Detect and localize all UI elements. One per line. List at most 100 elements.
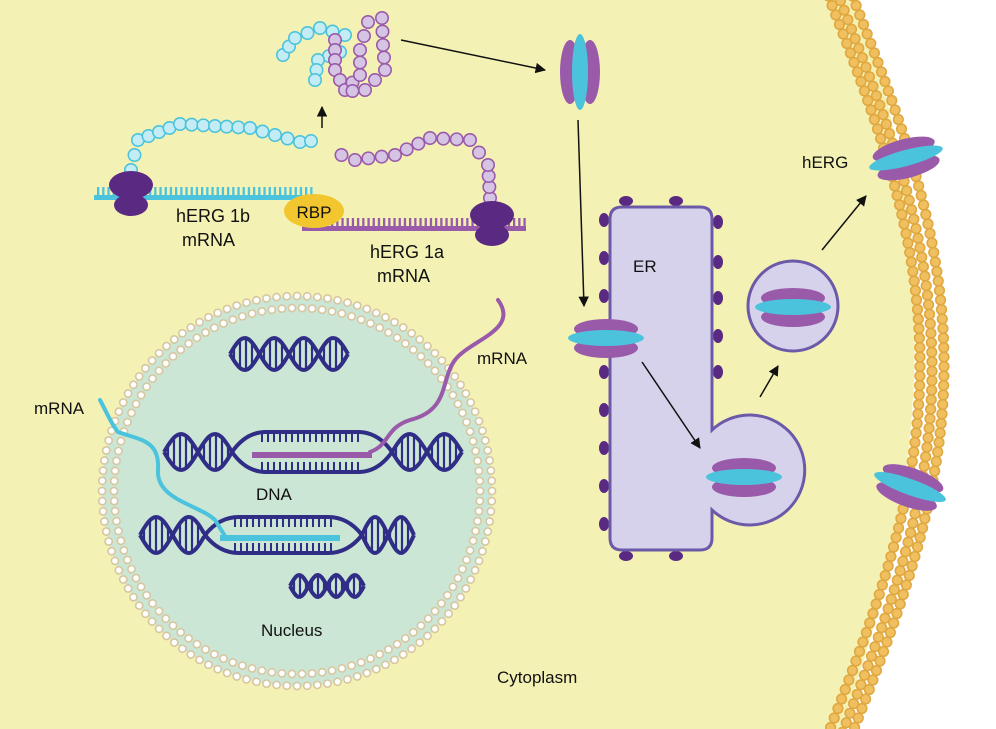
nuclear-pore-bead	[384, 645, 393, 654]
codon	[227, 187, 230, 195]
codon	[279, 187, 282, 195]
nuclear-pore-bead	[470, 565, 480, 575]
codon	[346, 218, 349, 226]
membrane-bead	[882, 560, 894, 572]
membrane-bead	[850, 655, 862, 667]
codon	[419, 218, 422, 226]
nuclear-pore-bead	[262, 294, 271, 303]
codon	[403, 218, 407, 226]
membrane-bead	[888, 584, 900, 596]
membrane-bead	[824, 721, 837, 729]
amino-acid-bead	[243, 121, 258, 136]
nuclear-pore-bead	[317, 667, 327, 677]
nuclear-pore-bead	[169, 638, 179, 647]
er-ribosome	[713, 291, 723, 305]
nuclear-pore-bead	[213, 308, 223, 318]
amino-acid-bead	[287, 30, 302, 45]
membrane-bead	[900, 227, 912, 240]
amino-acid-bead	[352, 42, 367, 57]
membrane-bead	[921, 441, 933, 453]
membrane-bead	[833, 18, 846, 31]
membrane-bead	[894, 598, 906, 610]
er-ribosome	[599, 403, 609, 417]
arrow-to-folded	[400, 39, 547, 74]
er-ribosome	[713, 215, 723, 229]
er-ribosome	[599, 517, 609, 531]
membrane-bead	[932, 275, 944, 287]
dna-helix-small-top	[228, 335, 350, 373]
membrane-bead	[868, 47, 880, 59]
nuclear-pore-bead	[423, 631, 432, 641]
membrane-bead	[870, 664, 883, 677]
membrane-bead	[917, 199, 930, 211]
amino-acid-bead	[208, 119, 223, 134]
nuclear-pore-bead	[204, 312, 213, 322]
membrane-bead	[895, 512, 907, 525]
nuclear-pore-bead	[362, 304, 372, 314]
cytoplasm-label: Cytoplasm	[497, 668, 577, 687]
amino-acid-bead	[334, 148, 349, 163]
nuclear-pore-bead	[147, 356, 157, 365]
nuclear-pore-bead	[468, 536, 478, 546]
nuclear-pore-bead	[392, 333, 402, 343]
membrane-bead	[936, 313, 948, 325]
nuclear-pore-bead	[97, 486, 107, 496]
membrane-bead	[892, 113, 904, 126]
nuclear-pore-bead	[453, 399, 463, 409]
arrow-to-membrane	[821, 195, 867, 251]
membrane-bead	[874, 99, 886, 111]
nuclear-pore-bead	[100, 456, 109, 465]
membrane-bead	[853, 645, 866, 658]
membrane-bead	[923, 422, 935, 434]
nuclear-pore-bead	[123, 389, 133, 398]
er-ribosome	[669, 196, 683, 206]
nuclear-pore-bead	[247, 309, 257, 318]
membrane-bead	[905, 204, 918, 216]
nuclear-pore-bead	[337, 309, 347, 318]
codon	[154, 187, 157, 195]
membrane-bead	[909, 550, 921, 563]
membrane-bead	[841, 37, 853, 50]
amino-acid-bead	[173, 117, 188, 132]
membrane-bead	[919, 512, 931, 525]
codon	[518, 218, 521, 226]
dna-helix-tiny	[288, 572, 366, 600]
nuclear-pore-bead	[104, 537, 114, 546]
herg-channel-er-bud	[706, 458, 782, 497]
nuclear-pore-bead	[228, 315, 238, 325]
membrane-bead	[894, 565, 906, 577]
membrane-bead	[863, 683, 875, 696]
codon	[294, 187, 297, 195]
membrane-bead	[937, 389, 949, 401]
membrane-bead	[925, 394, 937, 406]
amino-acid-bead	[357, 83, 372, 98]
nuclear-pore-bead	[461, 389, 471, 398]
membrane-bead	[926, 237, 938, 249]
nuclear-pore-bead	[466, 398, 476, 407]
arrow-to-vesicle	[759, 365, 779, 398]
membrane-bead	[838, 4, 850, 16]
nuclear-pore-bead	[142, 590, 152, 600]
dna-backbone	[288, 572, 366, 600]
nuclear-pore-bead	[282, 291, 292, 301]
nuclear-pore-bead	[430, 348, 440, 358]
nuclear-pore-bead	[352, 301, 362, 310]
codon	[195, 187, 199, 195]
nuclear-pore-bead	[162, 341, 171, 351]
membrane-bead	[881, 636, 893, 648]
membrane-bead	[908, 275, 920, 287]
nuclear-pore-bead	[478, 546, 487, 556]
amino-acid-bead	[280, 131, 295, 146]
nuclear-pore-bead	[483, 446, 493, 455]
membrane-bead	[904, 527, 917, 539]
codon	[450, 218, 453, 226]
nuclear-pore-bead	[415, 638, 425, 647]
er-ribosome	[713, 365, 723, 379]
rbp-label: RBP	[297, 203, 332, 222]
membrane-bead	[882, 603, 894, 615]
nuclear-pore-bead	[465, 546, 475, 555]
membrane-bead	[911, 303, 924, 316]
nuclear-pore-bead	[466, 575, 476, 584]
membrane-bead	[899, 546, 912, 558]
nuclear-pore-bead	[450, 371, 460, 381]
